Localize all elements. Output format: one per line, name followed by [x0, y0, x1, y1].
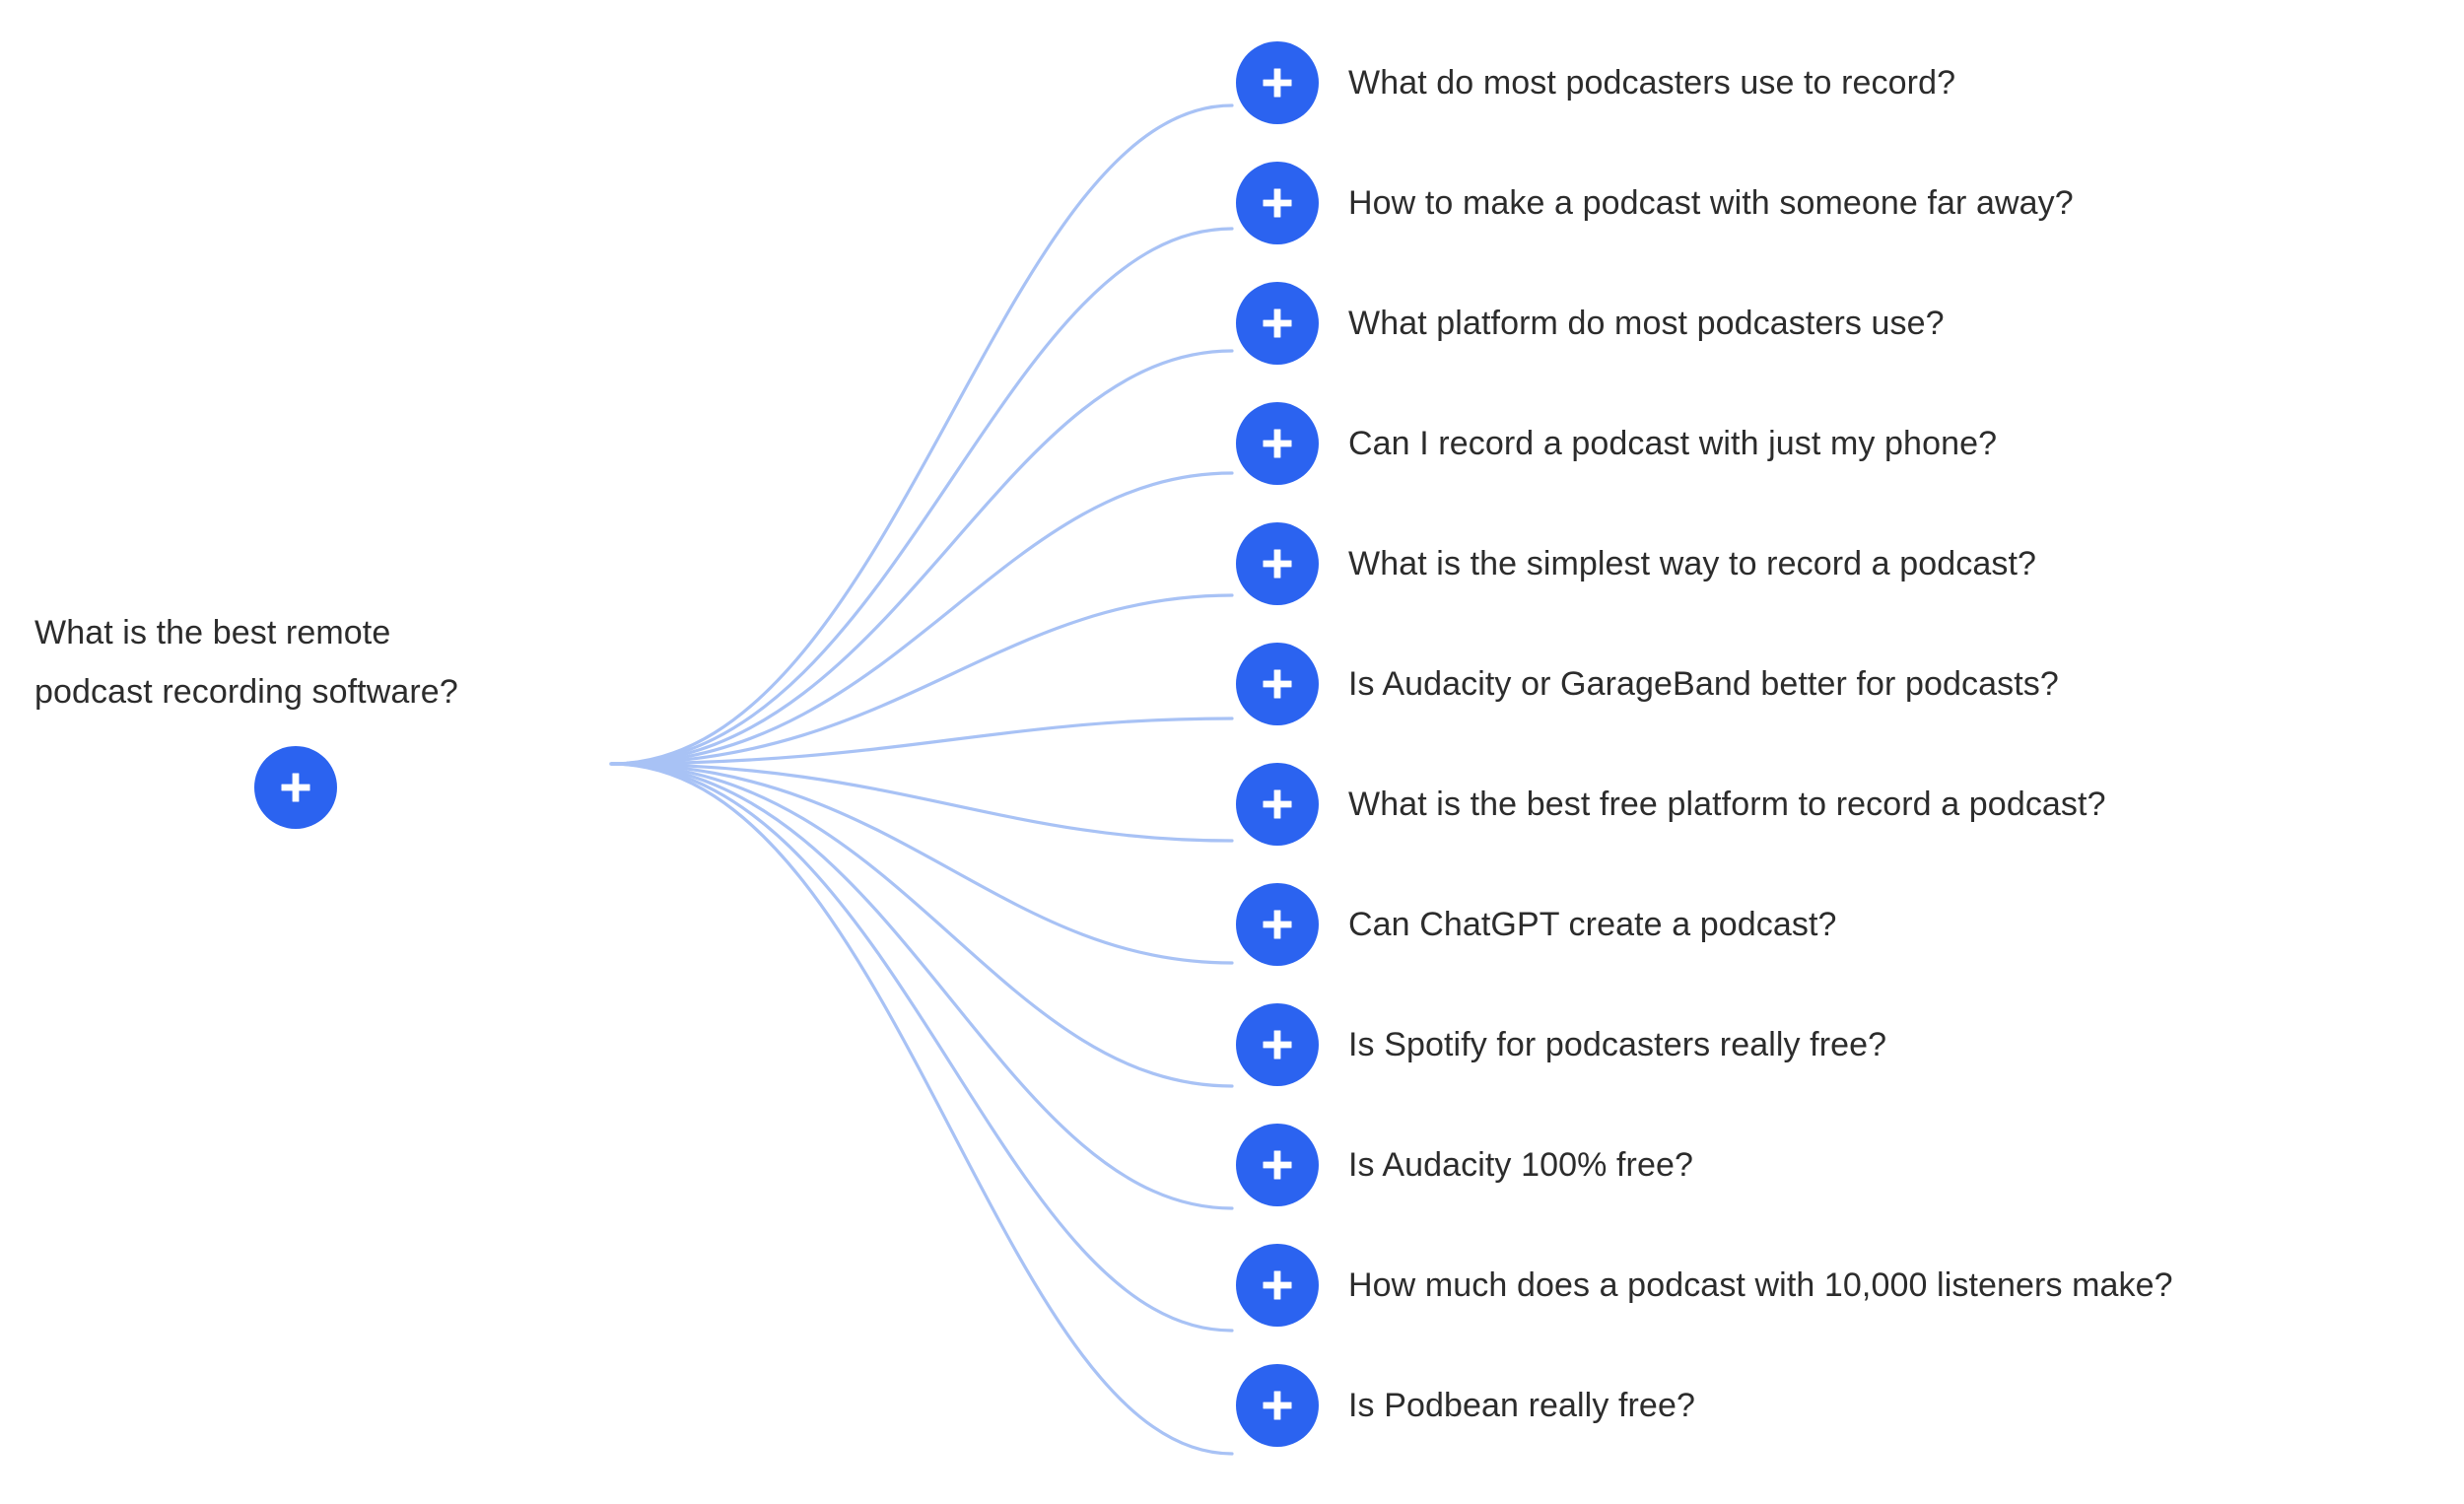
question-row: Can I record a podcast with just my phon… [1236, 383, 2448, 504]
question-plus-icon-button-2[interactable] [1236, 162, 1319, 244]
plus-icon [1263, 910, 1292, 939]
question-label: How much does a podcast with 10,000 list… [1348, 1265, 2173, 1304]
question-plus-icon-button-5[interactable] [1236, 522, 1319, 605]
connector-line-11 [609, 762, 1234, 1333]
question-plus-icon-button-9[interactable] [1236, 1003, 1319, 1086]
question-row: How to make a podcast with someone far a… [1236, 143, 2448, 263]
connector-line-3 [609, 349, 1234, 766]
plus-icon [1263, 549, 1292, 579]
plus-icon [1263, 68, 1292, 98]
question-row: What is the simplest way to record a pod… [1236, 504, 2448, 624]
question-label: What platform do most podcasters use? [1348, 304, 1945, 342]
connector-line-7 [609, 762, 1234, 843]
plus-icon [1263, 669, 1292, 699]
question-label: Is Audacity 100% free? [1348, 1145, 1693, 1184]
root-plus-icon-button[interactable] [254, 746, 337, 829]
question-plus-icon-button-7[interactable] [1236, 763, 1319, 846]
connector-line-1 [609, 103, 1234, 766]
question-plus-icon-button-6[interactable] [1236, 643, 1319, 725]
question-label: Can I record a podcast with just my phon… [1348, 424, 1998, 462]
question-label: What is the simplest way to record a pod… [1348, 544, 2037, 582]
question-label: Is Audacity or GarageBand better for pod… [1348, 664, 2059, 703]
root-node-label: What is the best remote podcast recordin… [34, 614, 458, 711]
root-expand-wrap [34, 746, 557, 829]
question-row: Is Podbean really free? [1236, 1345, 2448, 1466]
connector-line-2 [609, 227, 1234, 766]
question-row: What do most podcasters use to record? [1236, 23, 2448, 143]
question-plus-icon-button-1[interactable] [1236, 41, 1319, 124]
connector-line-12 [609, 762, 1234, 1456]
plus-icon [1263, 188, 1292, 218]
connector-line-8 [609, 762, 1234, 965]
question-row: Is Audacity 100% free? [1236, 1105, 2448, 1225]
question-label: How to make a podcast with someone far a… [1348, 183, 2074, 222]
question-plus-icon-button-8[interactable] [1236, 883, 1319, 966]
question-plus-icon-button-3[interactable] [1236, 282, 1319, 365]
connector-line-9 [609, 762, 1234, 1088]
question-label: Is Spotify for podcasters really free? [1348, 1025, 1887, 1063]
plus-icon [281, 773, 310, 802]
plus-icon [1263, 1270, 1292, 1300]
question-plus-icon-button-11[interactable] [1236, 1244, 1319, 1327]
connector-line-4 [609, 471, 1234, 766]
plus-icon [1263, 1391, 1292, 1420]
question-row: Can ChatGPT create a podcast? [1236, 864, 2448, 985]
root-node: What is the best remote podcast recordin… [34, 603, 586, 829]
connector-line-10 [609, 762, 1234, 1210]
connector-line-5 [609, 593, 1234, 766]
question-row: Is Audacity or GarageBand better for pod… [1236, 624, 2448, 744]
question-row: What is the best free platform to record… [1236, 744, 2448, 864]
plus-icon [1263, 1030, 1292, 1060]
plus-icon [1263, 1150, 1292, 1180]
question-plus-icon-button-10[interactable] [1236, 1124, 1319, 1206]
question-label: Is Podbean really free? [1348, 1386, 1695, 1424]
question-row: How much does a podcast with 10,000 list… [1236, 1225, 2448, 1345]
question-plus-icon-button-12[interactable] [1236, 1364, 1319, 1447]
connector-line-6 [609, 717, 1234, 766]
question-row: Is Spotify for podcasters really free? [1236, 985, 2448, 1105]
question-row: What platform do most podcasters use? [1236, 263, 2448, 383]
plus-icon [1263, 789, 1292, 819]
question-plus-icon-button-4[interactable] [1236, 402, 1319, 485]
plus-icon [1263, 429, 1292, 458]
plus-icon [1263, 308, 1292, 338]
question-label: What is the best free platform to record… [1348, 785, 2106, 823]
question-label: Can ChatGPT create a podcast? [1348, 905, 1837, 943]
question-label: What do most podcasters use to record? [1348, 63, 1956, 102]
question-list: What do most podcasters use to record? H… [1236, 23, 2448, 1466]
